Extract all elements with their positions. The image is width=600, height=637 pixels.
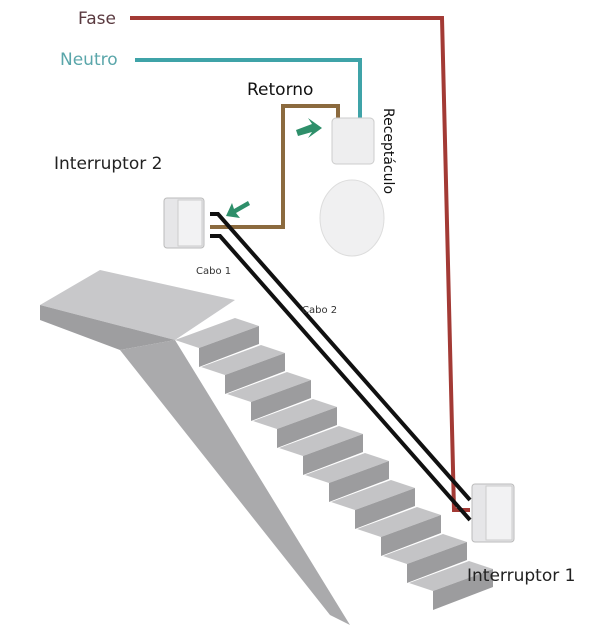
stair-stringer — [120, 340, 350, 625]
label-fase: Fase — [78, 9, 116, 29]
stair-step-tread — [175, 318, 259, 348]
stair-step-riser — [225, 353, 285, 394]
interruptor-2-switch[interactable] — [163, 197, 205, 249]
interruptor-1-switch[interactable] — [471, 483, 515, 543]
stair-step-tread — [409, 561, 493, 591]
stair-step-riser — [355, 488, 415, 529]
arrow-icon — [226, 201, 250, 218]
label-interruptor-1: Interruptor 1 — [467, 566, 576, 586]
stair-step-tread — [227, 372, 311, 402]
label-receptaculo: Receptáculo — [380, 108, 396, 195]
wire-cabo-1 — [210, 234, 472, 522]
label-cabo-1: Cabo 1 — [196, 266, 232, 277]
staircase — [40, 270, 493, 625]
stair-step-tread — [279, 426, 363, 456]
stair-step-riser — [329, 461, 389, 502]
stair-step-riser — [199, 326, 259, 367]
label-cabo-2: Cabo 2 — [302, 305, 338, 316]
label-neutro: Neutro — [60, 50, 118, 70]
stair-step-riser — [303, 434, 363, 475]
stair-step-riser — [381, 515, 441, 556]
stair-step-tread — [357, 507, 441, 537]
stair-step-tread — [305, 453, 389, 483]
stair-step-riser — [407, 542, 467, 583]
stair-landing-top — [40, 270, 235, 340]
wire-cabo-2 — [210, 212, 472, 502]
arrow-icon — [296, 118, 322, 138]
stair-step-riser — [277, 407, 337, 448]
stair-step-tread — [331, 480, 415, 510]
receptaculo-lamp — [319, 117, 385, 257]
wire-neutro — [135, 58, 362, 118]
stair-step-tread — [383, 534, 467, 564]
label-interruptor-2: Interruptor 2 — [54, 154, 163, 174]
stair-step-tread — [253, 399, 337, 429]
stair-landing-side — [40, 305, 175, 350]
stair-step-riser — [251, 380, 311, 421]
stair-step-riser — [433, 569, 493, 610]
wire-retorno — [210, 104, 340, 229]
stair-step-tread — [201, 345, 285, 375]
label-retorno: Retorno — [247, 80, 314, 100]
